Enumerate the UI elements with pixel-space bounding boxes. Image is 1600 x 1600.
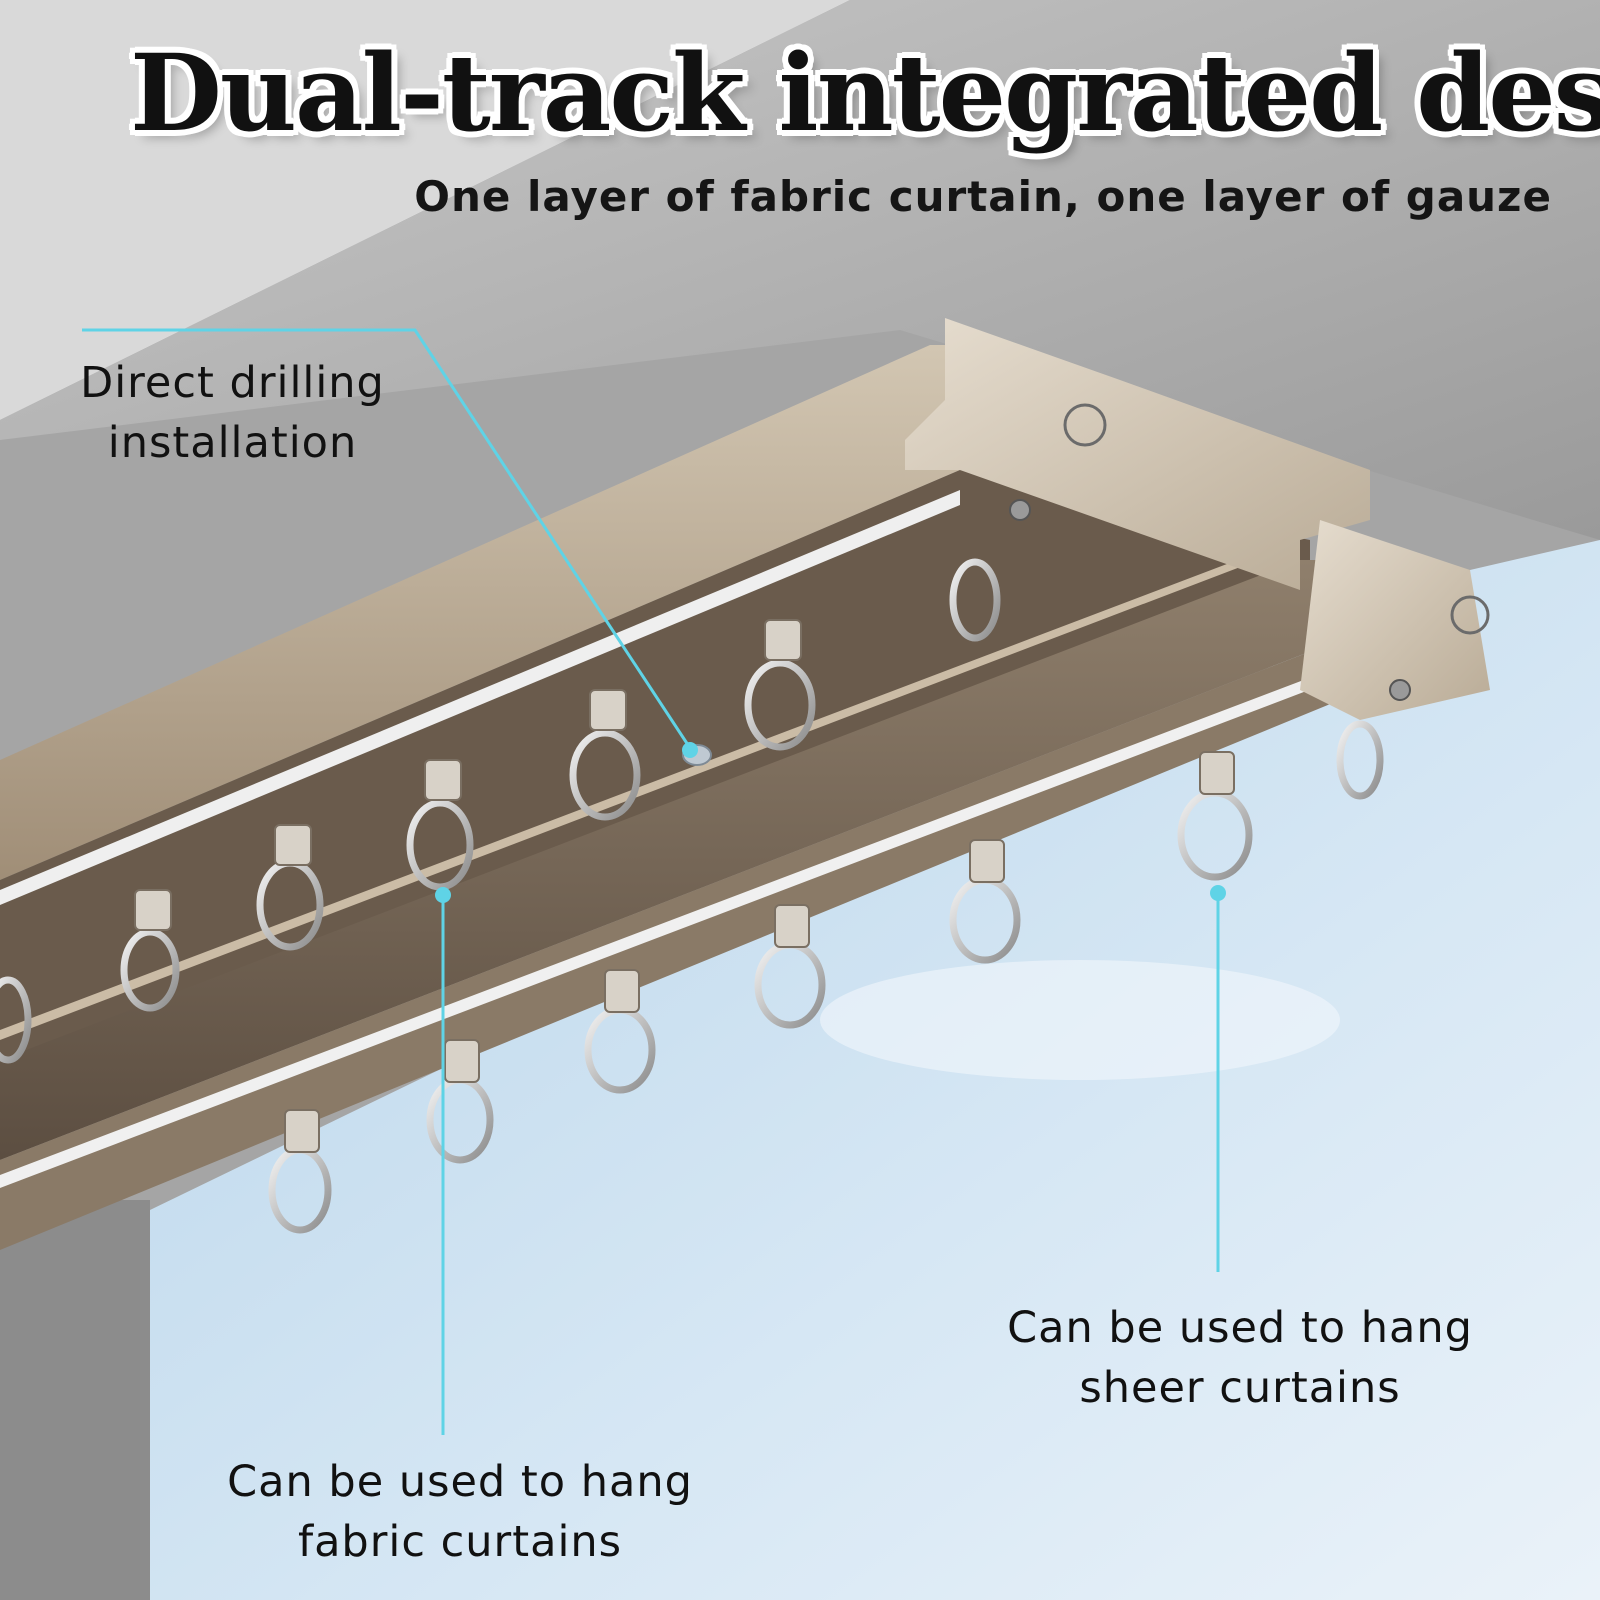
carrier bbox=[764, 619, 802, 661]
ring bbox=[120, 928, 180, 1012]
carrier bbox=[604, 969, 640, 1013]
back-slot-highlight bbox=[0, 490, 960, 905]
back-rail-top bbox=[0, 345, 960, 880]
front-slot-highlight bbox=[0, 670, 1330, 1188]
wall-pillar bbox=[0, 1200, 150, 1600]
callout-dot-fabric bbox=[435, 887, 451, 903]
ring-carriers bbox=[134, 619, 1235, 1153]
carrier bbox=[424, 759, 462, 801]
callout-sheer-line2: sheer curtains bbox=[1079, 1363, 1401, 1413]
carrier bbox=[444, 1039, 480, 1083]
back-rail-channel bbox=[0, 470, 1310, 1070]
carrier bbox=[774, 904, 810, 948]
ring bbox=[949, 558, 1001, 642]
callout-dot-sheer bbox=[1210, 885, 1226, 901]
ceiling bbox=[0, 0, 1600, 540]
subheadline: One layer of fabric curtain, one layer o… bbox=[414, 172, 1552, 221]
callout-line-drilling bbox=[82, 328, 692, 749]
headline: Dual-track integrated design bbox=[130, 30, 1600, 155]
end-cap-back bbox=[905, 318, 1370, 590]
cloud bbox=[820, 960, 1340, 1080]
callout-drilling-line1: Direct drilling bbox=[80, 358, 385, 408]
ring bbox=[569, 729, 641, 821]
front-rail-top bbox=[0, 560, 1340, 1160]
callout-fabric-line1: Can be used to hang bbox=[227, 1457, 693, 1507]
carrier bbox=[274, 824, 312, 866]
end-cap-front bbox=[1300, 520, 1490, 720]
carrier bbox=[1199, 751, 1235, 795]
carrier bbox=[284, 1109, 320, 1153]
callout-fabric-line2: fabric curtains bbox=[297, 1517, 623, 1567]
callout-label-drilling: Direct drilling installation bbox=[60, 353, 405, 473]
callout-lines bbox=[82, 328, 1220, 1435]
carrier bbox=[134, 889, 172, 931]
callout-drilling-line2: installation bbox=[107, 418, 358, 468]
callout-label-sheer: Can be used to hang sheer curtains bbox=[985, 1298, 1495, 1418]
screw-icon bbox=[1389, 679, 1411, 701]
screw-icon bbox=[1009, 499, 1031, 521]
ring bbox=[744, 659, 816, 751]
callout-dot-drilling bbox=[682, 742, 698, 758]
carrier bbox=[589, 689, 627, 731]
ring bbox=[0, 976, 32, 1064]
callout-label-fabric: Can be used to hang fabric curtains bbox=[200, 1452, 720, 1572]
brand-m-logo-icon bbox=[1450, 595, 1490, 635]
brand-m-logo-icon bbox=[1063, 403, 1107, 447]
front-rail-face bbox=[0, 640, 1340, 1250]
callout-sheer-line1: Can be used to hang bbox=[1007, 1303, 1473, 1353]
ring bbox=[406, 799, 474, 891]
carrier bbox=[969, 839, 1005, 883]
ring bbox=[1336, 720, 1384, 800]
